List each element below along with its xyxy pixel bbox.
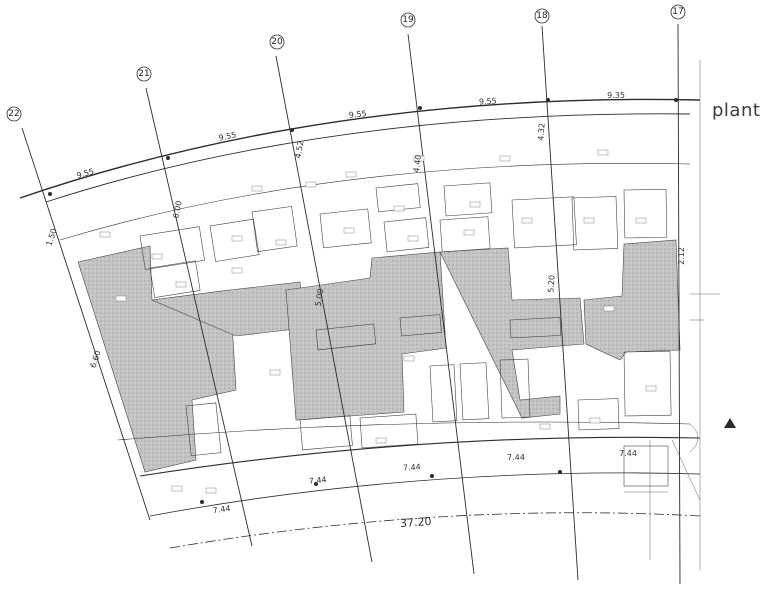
top-dimension-label: 9.55 xyxy=(479,97,497,107)
vertical-dimension-label: 4.52 xyxy=(294,140,306,159)
vertical-dimension-label: 4.40 xyxy=(412,154,423,173)
vertical-dimension-label: 1.50 xyxy=(45,227,59,247)
grid-axis-label: 19 xyxy=(402,15,414,25)
grid-line-22 xyxy=(21,127,151,521)
top-dimension-label: 9.55 xyxy=(348,109,367,120)
grid-line-18 xyxy=(541,25,579,581)
grid-axis-label: 22 xyxy=(8,109,19,119)
vertical-dimension-label: 2.12 xyxy=(677,247,686,265)
bottom-dimension-label: 7.44 xyxy=(308,475,327,486)
grid-axis-markers: 22 21 20 19 18 17 xyxy=(6,4,686,122)
room-tags xyxy=(99,149,657,494)
grid-axis-label: 21 xyxy=(138,69,149,79)
front-boundary-arc xyxy=(45,113,691,203)
top-dimension-label: 9.35 xyxy=(607,91,625,100)
top-dimension-label: 9.55 xyxy=(218,130,237,142)
rear-boundary-arc xyxy=(139,436,701,477)
vertical-dimensions: 1.50 6.60 6.00 4.52 4.32 5.00 5.20 4.40 … xyxy=(45,123,686,369)
vertical-dimension-label: 6.60 xyxy=(89,349,103,369)
bottom-dimensions: 7.44 7.44 7.44 7.44 7.44 xyxy=(212,449,637,515)
grid-axis-label: 17 xyxy=(672,7,683,17)
detail-lines xyxy=(624,60,720,570)
shaded-buildings xyxy=(77,239,681,473)
vertical-dimension-label: 5.20 xyxy=(546,275,556,293)
bottom-dimension-label: 7.44 xyxy=(403,463,421,473)
inner-arc-1 xyxy=(59,163,691,241)
room-outlines xyxy=(139,182,672,487)
grid-axis-label: 20 xyxy=(271,37,283,47)
top-dimension-arc xyxy=(19,98,701,199)
bottom-dimension-label: 7.44 xyxy=(507,453,525,462)
building-block-5 xyxy=(583,239,681,361)
grid-line-21 xyxy=(145,87,253,547)
grid-line-17 xyxy=(677,23,681,585)
vertical-dimension-label: 6.00 xyxy=(171,200,184,219)
top-dimension-label: 9.55 xyxy=(76,167,96,181)
entry-arrow-icon xyxy=(724,418,736,428)
vertical-dimension-label: 4.32 xyxy=(536,123,546,141)
grid-axis-label: 18 xyxy=(536,11,548,21)
dimension-ticks xyxy=(48,98,678,504)
bottom-dimension-arc xyxy=(149,472,701,517)
vertical-dimension-label: 5.00 xyxy=(314,288,326,307)
bottom-dimension-label: 7.44 xyxy=(212,504,231,515)
grid-line-20 xyxy=(275,55,373,563)
arc-lines xyxy=(19,98,701,549)
total-dimension-label: 37.20 xyxy=(400,515,432,530)
grid-lines xyxy=(21,23,681,585)
bottom-dimension-label: 7.44 xyxy=(619,449,637,458)
inner-arc-2 xyxy=(117,421,691,441)
top-dimensions: 9.55 9.55 9.55 9.55 9.35 xyxy=(76,91,625,180)
building-block-3 xyxy=(285,251,447,421)
drawing-title: plant xyxy=(712,100,761,121)
building-block-4 xyxy=(439,247,585,419)
building-block-1 xyxy=(77,245,237,473)
total-dimension-arc xyxy=(169,512,701,549)
grid-line-19 xyxy=(407,33,475,575)
